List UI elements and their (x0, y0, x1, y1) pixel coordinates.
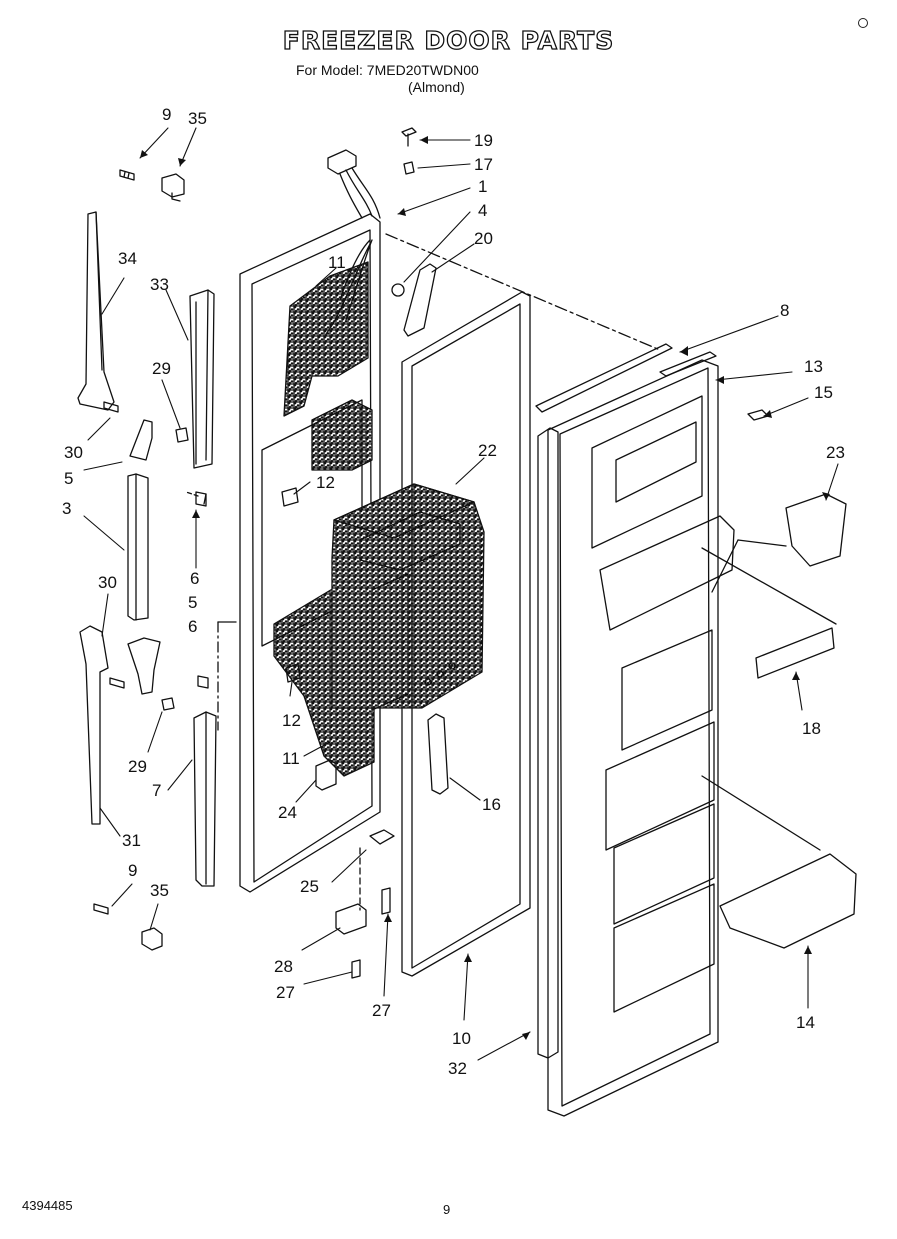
callout-14: 14 (796, 1013, 815, 1032)
callout-29-top: 29 (152, 359, 171, 378)
callout-30-top: 30 (64, 443, 83, 462)
screw-30-bottom (109, 677, 125, 689)
callout-12-bottom: 12 (282, 711, 301, 730)
callout-6-top: 6 (190, 569, 199, 588)
color-line: (Almond) (408, 79, 465, 95)
hinge-bracket-5-bottom (127, 637, 161, 695)
trim-channel-7 (193, 711, 217, 887)
plug-4 (391, 283, 405, 297)
clip-12-top (281, 487, 299, 507)
callout-4: 4 (478, 201, 487, 220)
callout-11-bottom: 11 (282, 749, 300, 768)
callout-9-top: 9 (162, 105, 171, 124)
callout-29-bottom: 29 (128, 757, 147, 776)
callout-leaders (83, 127, 839, 1061)
callout-32: 32 (448, 1059, 467, 1078)
callout-5-bottom: 5 (188, 593, 197, 612)
callout-28: 28 (274, 957, 293, 976)
callout-27-left: 27 (276, 983, 295, 1002)
screw-19 (401, 127, 417, 147)
page-number: 9 (443, 1202, 451, 1217)
bracket-24 (315, 759, 337, 791)
door-cap-13 (659, 351, 717, 377)
callout-18: 18 (802, 719, 821, 738)
hinge-25 (369, 829, 395, 845)
callout-8: 8 (780, 301, 789, 320)
door-outer-panel (535, 343, 719, 1117)
callout-22: 22 (478, 441, 497, 460)
callout-10: 10 (452, 1029, 471, 1048)
callout-19: 19 (474, 131, 493, 150)
hinge-screw-bottom (93, 903, 109, 915)
callout-15: 15 (814, 383, 833, 402)
callout-35-top: 35 (188, 109, 207, 128)
trim-18 (755, 627, 835, 679)
model-line: For Model: 7MED20TWDN00 (296, 62, 479, 78)
callout-3: 3 (62, 499, 71, 518)
hinge-screw-top (119, 169, 135, 181)
callout-1: 1 (478, 177, 487, 196)
callout-6-bottom: 6 (188, 617, 197, 636)
screw-27-upper (381, 887, 391, 915)
hinge-pin-top (161, 173, 185, 202)
callout-35-bottom: 35 (150, 881, 169, 900)
callout-labels: 9 35 19 17 1 4 20 34 33 11 8 13 15 29 30… (62, 105, 845, 1078)
callout-17: 17 (474, 155, 493, 174)
clip-17 (403, 161, 415, 175)
callout-16: 16 (482, 795, 501, 814)
block-28 (335, 903, 367, 935)
callout-23: 23 (826, 443, 845, 462)
screw-27-lower (351, 959, 361, 979)
tube-20 (403, 263, 437, 337)
door-shelves (591, 395, 735, 1013)
screw-6-bottom (197, 675, 209, 689)
callout-27-center: 27 (372, 1001, 391, 1020)
model-info: For Model: 7MED20TWDN00 (Almond) (296, 62, 479, 96)
callout-31: 31 (122, 831, 141, 850)
callout-11-top: 11 (328, 253, 346, 272)
door-gasket-strip-34 (77, 211, 115, 411)
screw-6-top (195, 491, 207, 507)
clip-12-bottom (285, 663, 301, 683)
funnel-23 (785, 493, 847, 567)
callout-30-bottom: 30 (98, 573, 117, 592)
trim-strip-3 (127, 473, 149, 621)
callout-7: 7 (152, 781, 161, 800)
callout-arrowheads (140, 136, 830, 1040)
screw-30-top (103, 401, 119, 413)
callout-34: 34 (118, 249, 137, 268)
tube-16 (427, 713, 449, 795)
callout-9-bottom: 9 (128, 861, 137, 880)
wiring-harness (325, 149, 381, 335)
callout-33: 33 (150, 275, 169, 294)
clip-29-top (175, 427, 189, 443)
page-title: FREEZER DOOR PARTS (282, 25, 615, 55)
callout-24: 24 (278, 803, 297, 822)
door-gasket-strip-31 (79, 625, 109, 825)
trim-channel-33 (189, 289, 215, 469)
callout-20: 20 (474, 229, 493, 248)
callout-25: 25 (300, 877, 319, 896)
hinge-bracket-5-top (129, 419, 153, 461)
corner-mark-icon (858, 18, 868, 28)
callout-12-top: 12 (316, 473, 335, 492)
callout-13: 13 (804, 357, 823, 376)
shelf-bin-14 (719, 853, 857, 949)
document-number: 4394485 (22, 1198, 73, 1213)
callout-5-top: 5 (64, 469, 73, 488)
dispenser-housing-22 (331, 483, 485, 711)
hinge-pin-bottom (141, 927, 163, 951)
clip-29-bottom (161, 697, 175, 711)
